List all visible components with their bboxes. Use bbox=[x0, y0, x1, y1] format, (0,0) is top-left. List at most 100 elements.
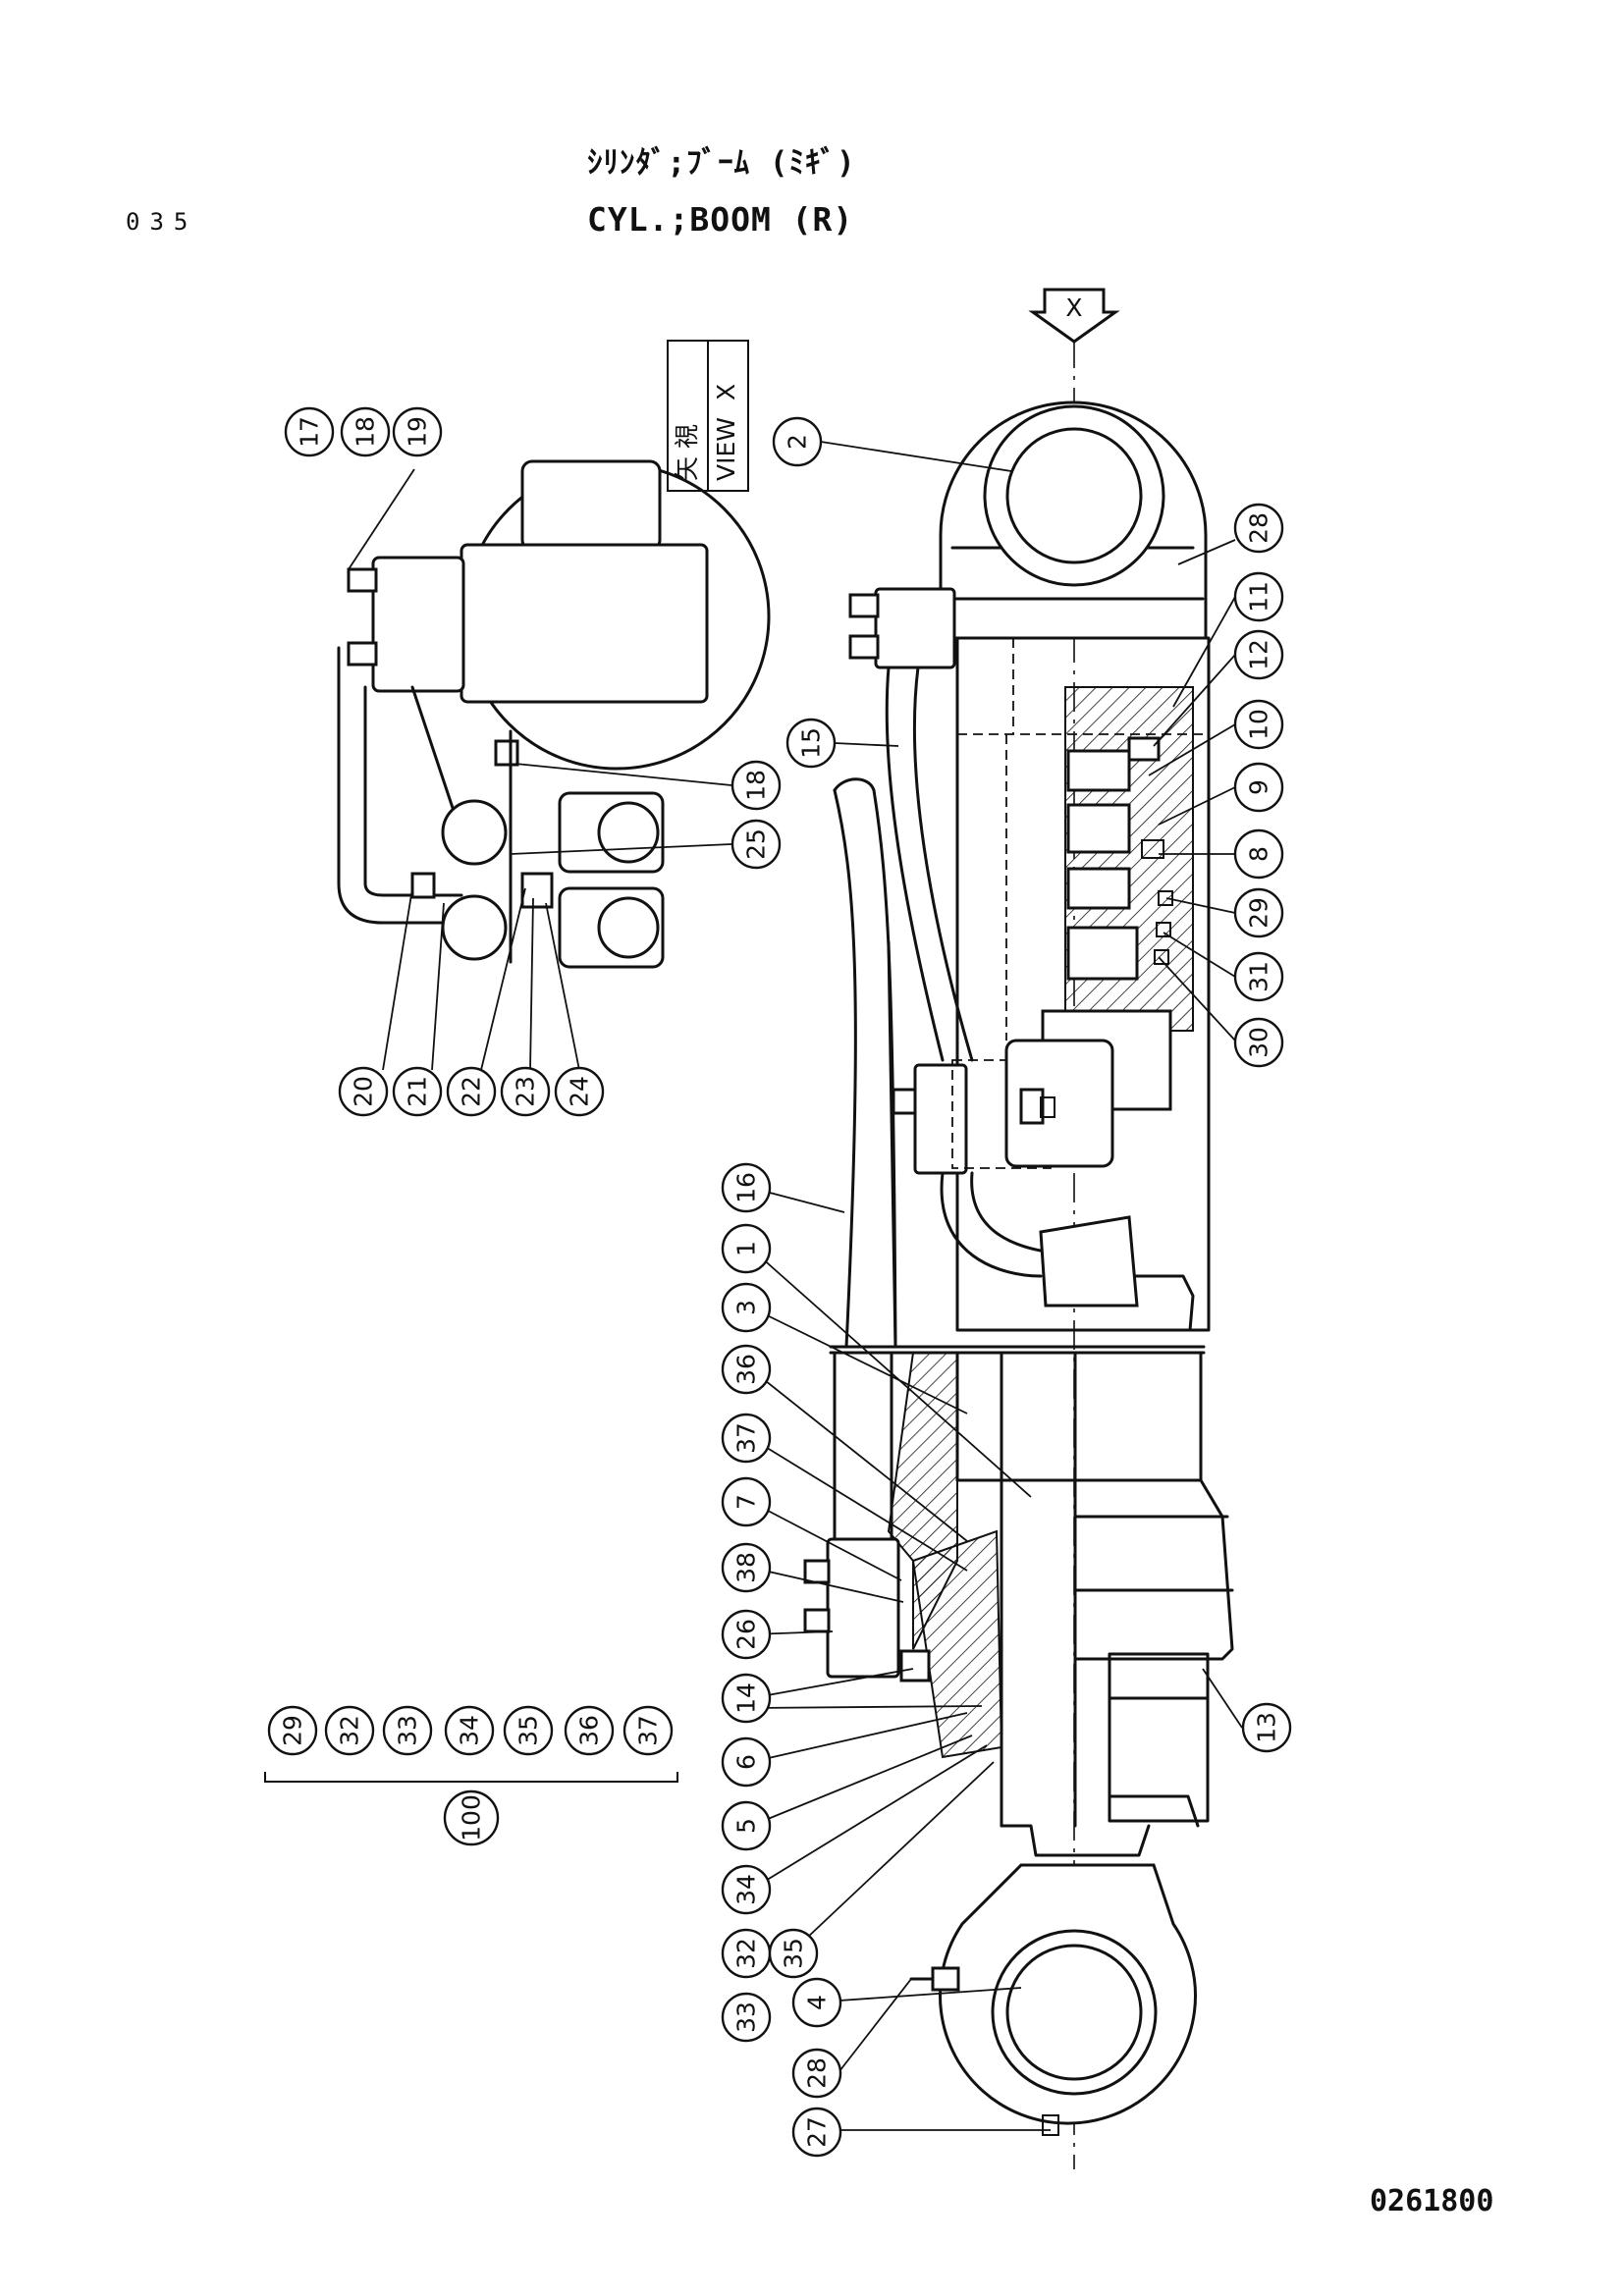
callout-2: 2 bbox=[772, 416, 823, 467]
svg-text:20: 20 bbox=[350, 1076, 378, 1107]
svg-text:10: 10 bbox=[1245, 709, 1273, 740]
view-label-en: VIEW bbox=[712, 417, 740, 481]
callout-34: 34 bbox=[721, 1864, 772, 1915]
callout-9: 9 bbox=[1233, 762, 1284, 813]
callout-19: 19 bbox=[392, 406, 443, 457]
svg-text:11: 11 bbox=[1245, 581, 1273, 613]
svg-text:33: 33 bbox=[732, 2002, 761, 2033]
svg-text:38: 38 bbox=[732, 1552, 761, 1583]
callout-29: 29 bbox=[1233, 887, 1284, 938]
svg-text:2: 2 bbox=[784, 434, 812, 450]
svg-text:34: 34 bbox=[732, 1874, 761, 1905]
callout-28-top: 28 bbox=[1233, 503, 1284, 554]
svg-text:30: 30 bbox=[1245, 1027, 1273, 1058]
svg-text:1: 1 bbox=[732, 1241, 761, 1256]
svg-text:4: 4 bbox=[803, 1995, 832, 2010]
drawing-number: 0261800 bbox=[1370, 2184, 1494, 2218]
callout-13: 13 bbox=[1241, 1702, 1292, 1753]
svg-text:21: 21 bbox=[404, 1076, 432, 1107]
svg-text:25: 25 bbox=[742, 828, 771, 860]
svg-text:28: 28 bbox=[1245, 512, 1273, 544]
svg-text:6: 6 bbox=[732, 1754, 761, 1770]
kit-number: 100 bbox=[443, 1789, 500, 1846]
kit-item-32: 32 bbox=[324, 1705, 375, 1756]
leader-lines bbox=[348, 441, 1243, 2131]
kit-item-34: 34 bbox=[444, 1705, 495, 1756]
callout-36: 36 bbox=[721, 1344, 772, 1395]
kit-item-37: 37 bbox=[622, 1705, 674, 1756]
callout-16: 16 bbox=[721, 1162, 772, 1213]
svg-text:18: 18 bbox=[742, 770, 771, 801]
svg-text:35: 35 bbox=[514, 1715, 543, 1746]
callout-31: 31 bbox=[1233, 951, 1284, 1002]
callout-17: 17 bbox=[284, 406, 335, 457]
svg-text:31: 31 bbox=[1245, 961, 1273, 992]
callout-32: 32 bbox=[721, 1928, 772, 1979]
callout-18: 18 bbox=[340, 406, 391, 457]
kit-item-29: 29 bbox=[267, 1705, 318, 1756]
callout-27: 27 bbox=[791, 2107, 842, 2158]
svg-text:22: 22 bbox=[458, 1076, 486, 1107]
main-cylinder bbox=[803, 339, 1234, 2169]
title-english: CYL.;BOOM (R) bbox=[587, 200, 854, 239]
callout-1: 1 bbox=[721, 1223, 772, 1274]
callout-3: 3 bbox=[721, 1282, 772, 1333]
view-label-jp: 矢 視 bbox=[673, 424, 701, 481]
svg-text:14: 14 bbox=[732, 1682, 761, 1714]
svg-text:100: 100 bbox=[458, 1794, 486, 1842]
kit-item-33: 33 bbox=[382, 1705, 433, 1756]
callout-4: 4 bbox=[791, 1977, 842, 2028]
end-view-drawing bbox=[337, 459, 771, 969]
view-label-letter: X bbox=[712, 384, 740, 400]
view-arrow: X bbox=[1028, 288, 1120, 344]
view-arrow-label: X bbox=[1065, 294, 1082, 322]
callout-5: 5 bbox=[721, 1800, 772, 1851]
callout-26: 26 bbox=[721, 1609, 772, 1660]
title-japanese: ｼﾘﾝﾀﾞ;ﾌﾞｰﾑ (ﾐｷﾞ) bbox=[587, 145, 856, 181]
svg-text:35: 35 bbox=[780, 1938, 808, 1969]
svg-text:16: 16 bbox=[732, 1172, 761, 1203]
svg-text:34: 34 bbox=[456, 1715, 484, 1746]
callout-8: 8 bbox=[1233, 828, 1284, 880]
view-x-box: 矢 視 VIEW X bbox=[667, 340, 749, 492]
callout-12: 12 bbox=[1233, 629, 1284, 680]
svg-text:26: 26 bbox=[732, 1619, 761, 1650]
kit-item-36: 36 bbox=[564, 1705, 615, 1756]
callout-11: 11 bbox=[1233, 571, 1284, 622]
svg-text:36: 36 bbox=[732, 1354, 761, 1385]
callout-20: 20 bbox=[338, 1066, 389, 1117]
svg-text:7: 7 bbox=[732, 1494, 761, 1510]
kit-bracket bbox=[264, 1772, 678, 1783]
svg-text:19: 19 bbox=[404, 416, 432, 448]
svg-text:27: 27 bbox=[803, 2116, 832, 2148]
svg-text:37: 37 bbox=[732, 1422, 761, 1454]
callout-6: 6 bbox=[721, 1736, 772, 1788]
svg-text:9: 9 bbox=[1245, 779, 1273, 795]
callout-14: 14 bbox=[721, 1673, 772, 1724]
svg-text:29: 29 bbox=[279, 1715, 307, 1746]
callout-33: 33 bbox=[721, 1992, 772, 2043]
callout-10: 10 bbox=[1233, 699, 1284, 750]
svg-text:5: 5 bbox=[732, 1818, 761, 1834]
callout-18-b: 18 bbox=[730, 760, 782, 811]
callout-23: 23 bbox=[500, 1066, 551, 1117]
svg-text:12: 12 bbox=[1245, 639, 1273, 670]
callout-22: 22 bbox=[446, 1066, 497, 1117]
svg-text:36: 36 bbox=[575, 1715, 604, 1746]
svg-text:37: 37 bbox=[634, 1715, 663, 1746]
callout-28-bottom: 28 bbox=[791, 2048, 842, 2099]
svg-text:23: 23 bbox=[512, 1076, 540, 1107]
callout-37: 37 bbox=[721, 1413, 772, 1464]
callout-30: 30 bbox=[1233, 1017, 1284, 1068]
svg-text:24: 24 bbox=[566, 1076, 594, 1107]
callout-24: 24 bbox=[554, 1066, 605, 1117]
callout-15: 15 bbox=[785, 718, 837, 769]
callout-7: 7 bbox=[721, 1476, 772, 1527]
callouts: 17 18 19 18 25 20 21 22 23 24 28 11 12 1… bbox=[267, 406, 1292, 2158]
svg-text:3: 3 bbox=[732, 1300, 761, 1315]
page-code: 035 bbox=[126, 208, 198, 236]
svg-text:32: 32 bbox=[732, 1938, 761, 1969]
svg-text:8: 8 bbox=[1245, 846, 1273, 862]
callout-38: 38 bbox=[721, 1542, 772, 1593]
